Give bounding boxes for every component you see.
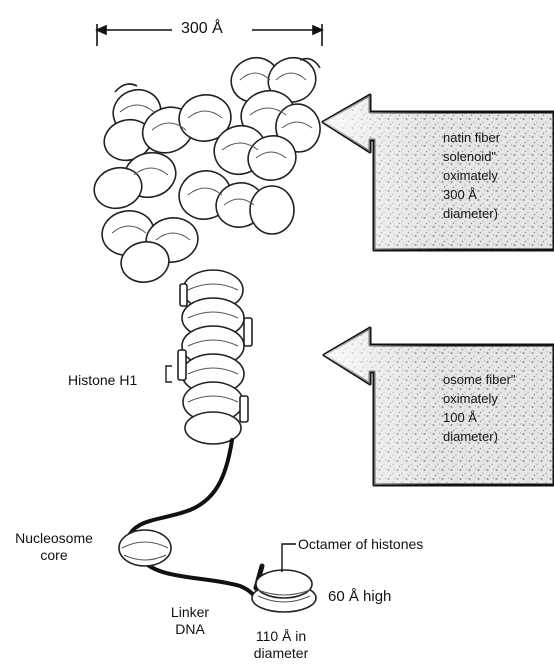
linker-dna-label-line-1: Linker (160, 604, 220, 621)
nucleosome-fiber-callout-line-2: oximately (443, 389, 551, 408)
nucleosome-core (119, 530, 171, 566)
solenoid-callout-line-5: diameter) (443, 204, 551, 223)
nucleosome-fiber-callout-line-4: diameter) (443, 427, 551, 446)
nucleosome-fiber (178, 270, 252, 444)
nucleosome-core-label: Nucleosome core (6, 530, 102, 564)
nucleosome-core-label-line-2: core (6, 547, 102, 564)
solenoid-callout-line-3: oximately (443, 166, 551, 185)
scale-bar-label: 300 Å (181, 20, 247, 37)
solenoid-coil (90, 51, 324, 286)
histone-h1-bracket (166, 366, 172, 382)
linker-dna-label-line-2: DNA (160, 621, 220, 638)
solenoid-callout-line-2: solenoid" (443, 147, 551, 166)
solenoid-callout-line-1: natin fiber (443, 128, 551, 147)
solenoid-callout: natin fiber solenoid" oximately 300 Å di… (443, 128, 551, 223)
nucleosome-fiber-callout-line-1: osome fiber" (443, 370, 551, 389)
height-label: 60 Å high (328, 588, 391, 605)
histone-h1-label: Histone H1 (68, 372, 137, 389)
diameter-label-line-2: diameter (240, 645, 322, 662)
nucleosome-fiber-callout: osome fiber" oximately 100 Å diameter) (443, 370, 551, 446)
octamer-leader (282, 544, 296, 572)
octamer-label: Octamer of histones (298, 536, 423, 553)
nucleosome-fiber-callout-line-3: 100 Å (443, 408, 551, 427)
linker-dna-label: Linker DNA (160, 604, 220, 638)
diameter-label-line-1: 110 Å in (240, 628, 322, 645)
nucleosome-core-label-line-1: Nucleosome (6, 530, 102, 547)
diameter-label: 110 Å in diameter (240, 628, 322, 662)
linker-dna (130, 440, 262, 604)
solenoid-callout-line-4: 300 Å (443, 185, 551, 204)
octamer-nucleosome (252, 570, 316, 612)
